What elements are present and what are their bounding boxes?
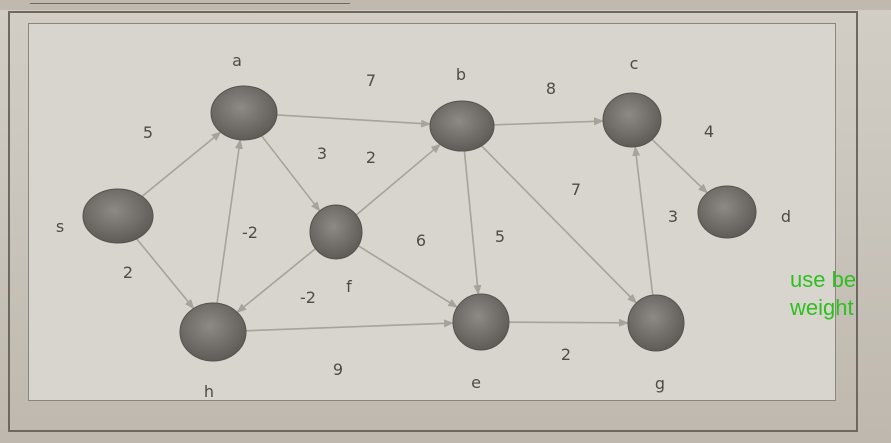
node-h [179,302,247,362]
edge-f-b [355,143,441,216]
figure-outer-frame [8,11,858,432]
edge-f-h [236,248,317,313]
node-label-d: d [781,207,791,226]
node-label-g: g [655,374,665,393]
handwritten-note: use be weight [790,266,891,322]
edge-h-e [245,319,455,332]
node-label-a: a [232,51,242,70]
note-line-1: use be [790,267,857,292]
edge-weight-a-f: 3 [317,144,327,163]
cropped-text-strip [0,0,891,10]
edge-b-e [463,150,482,296]
edge-g-c [632,145,654,296]
edge-f-e [357,245,459,308]
edge-weight-e-g: 2 [561,345,571,364]
node-label-e: e [471,373,481,392]
edge-b-g [480,145,638,304]
edge-weight-f-e: 6 [416,231,426,250]
note-line-2: weight [790,295,854,320]
edge-weight-b-e: 5 [495,227,505,246]
edge-s-h [136,238,195,310]
edge-e-g [508,318,630,327]
nodes-layer [82,85,757,362]
node-b [429,100,495,152]
node-e [452,293,510,351]
edge-weight-a-b: 7 [366,71,376,90]
edge-weight-g-c: 3 [668,207,678,226]
edge-weight-s-h: 2 [123,263,133,282]
edge-b-c [493,117,605,126]
edge-a-b [276,114,432,128]
edge-weight-b-g: 7 [571,180,581,199]
node-c [602,92,662,148]
edge-a-f [261,135,321,212]
edge-weight-h-e: 9 [333,360,343,379]
edges-layer [136,114,709,332]
cropped-underline [30,3,350,4]
node-label-h: h [204,382,214,401]
edge-weight-c-d: 4 [704,122,714,141]
edge-weight-f-h: -2 [300,288,316,307]
edge-c-d [651,138,709,194]
node-label-b: b [456,65,466,84]
node-label-f: f [346,277,352,296]
edge-s-a [141,131,222,197]
edge-weight-s-a: 5 [143,123,153,142]
node-f [309,204,363,260]
labels-layer: 5 2 7 3 -2 2 -2 6 8 5 7 4 3 9 2 s a b c d f h e g [56,51,791,401]
node-a [210,85,278,141]
node-s [82,188,154,244]
edge-weight-f-b: 2 [366,148,376,167]
node-label-s: s [56,217,64,236]
edge-weight-h-a: -2 [242,223,258,242]
node-label-c: c [630,54,639,73]
node-d [697,185,757,239]
edge-weight-b-c: 8 [546,79,556,98]
edge-h-a [216,138,243,304]
node-g [627,294,685,352]
